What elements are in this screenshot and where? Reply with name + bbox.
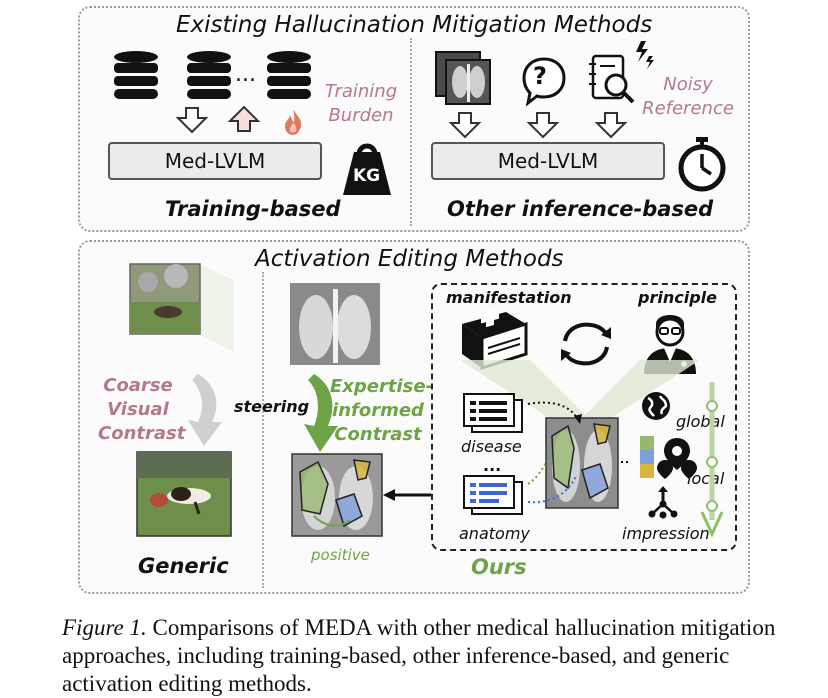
database-icon [187, 51, 231, 99]
down-arrow-icon [526, 112, 560, 139]
figure-caption: Figure 1. Comparisons of MEDA with other… [62, 614, 782, 698]
branch-icon [648, 486, 678, 519]
weight-icon [343, 143, 391, 195]
question-mark: ? [533, 62, 547, 90]
top-panel-divider [410, 38, 412, 226]
document-search-icon [589, 54, 635, 104]
down-arrow-icon [594, 112, 628, 139]
noisy-image-icon [129, 263, 234, 352]
inference-based-subtitle: Other inference-based [447, 197, 714, 221]
med-lvlm-box: Med-LVLM [431, 142, 665, 180]
bottom-panel-divider [262, 272, 264, 588]
expertise-contrast-label: Expertise-informed Contrast [330, 376, 434, 445]
ours-dashed-box [431, 283, 737, 551]
training-based-subtitle: Training-based [165, 197, 341, 221]
globe-icon [642, 392, 670, 420]
caption-text: Comparisons of MEDA with other medical h… [62, 615, 776, 696]
figure-label: Figure 1. [62, 615, 147, 640]
manifestation-label: manifestation [446, 288, 572, 307]
stopwatch-icon [678, 137, 726, 192]
training-burden-label: Training Burden [324, 81, 398, 126]
ours-subtitle: Ours [471, 555, 527, 579]
hierarchy-scale [700, 382, 724, 538]
lightning-icon [636, 41, 654, 69]
positive-label: positive [311, 546, 370, 564]
steered-xray-icon [291, 453, 383, 537]
disease-label: disease [461, 437, 522, 456]
dog-image-icon [136, 451, 232, 537]
coarse-contrast-arrow [188, 374, 222, 446]
local-label: local [687, 469, 725, 488]
med-lvlm-box: Med-LVLM [108, 142, 322, 180]
impression-label: impression [622, 524, 710, 543]
dotted-connectors [527, 401, 628, 504]
coarse-contrast-label: Coarse Visual Contrast [98, 375, 186, 444]
up-arrow-icon [227, 105, 261, 132]
down-arrow-icon [448, 112, 482, 139]
steering-label: steering [234, 397, 310, 416]
chest-xray-icon [290, 283, 380, 365]
down-arrow-icon [175, 107, 209, 134]
disease-documents-icon [463, 393, 523, 433]
flame-icon [285, 109, 302, 135]
cycle-arrows-icon [561, 322, 611, 366]
ellipsis: ... [235, 62, 256, 87]
question-bubble-icon [522, 57, 566, 107]
ellipsis: ... [483, 456, 502, 475]
top-panel-title: Existing Hallucination Mitigation Method… [176, 12, 653, 38]
anatomy-documents-icon [463, 475, 523, 515]
expertise-contrast-arrow [304, 374, 338, 452]
location-pins-icon [657, 438, 697, 479]
weight-label: KG [353, 166, 381, 186]
xray-images-icon [435, 51, 491, 105]
noisy-reference-label: Noisy Reference [642, 74, 734, 119]
annotated-xray-icon [545, 417, 619, 509]
principle-label: principle [638, 288, 717, 307]
medical-book-icon [462, 307, 528, 371]
spotlight-cones [460, 360, 700, 420]
generic-subtitle: Generic [138, 554, 229, 578]
anatomy-label: anatomy [459, 524, 530, 543]
database-icon [267, 51, 311, 99]
bottom-panel-title: Activation Editing Methods [255, 246, 564, 272]
arrow-to-steered-image [383, 489, 431, 501]
database-icon [114, 51, 158, 99]
color-swatch-icon [640, 436, 654, 478]
